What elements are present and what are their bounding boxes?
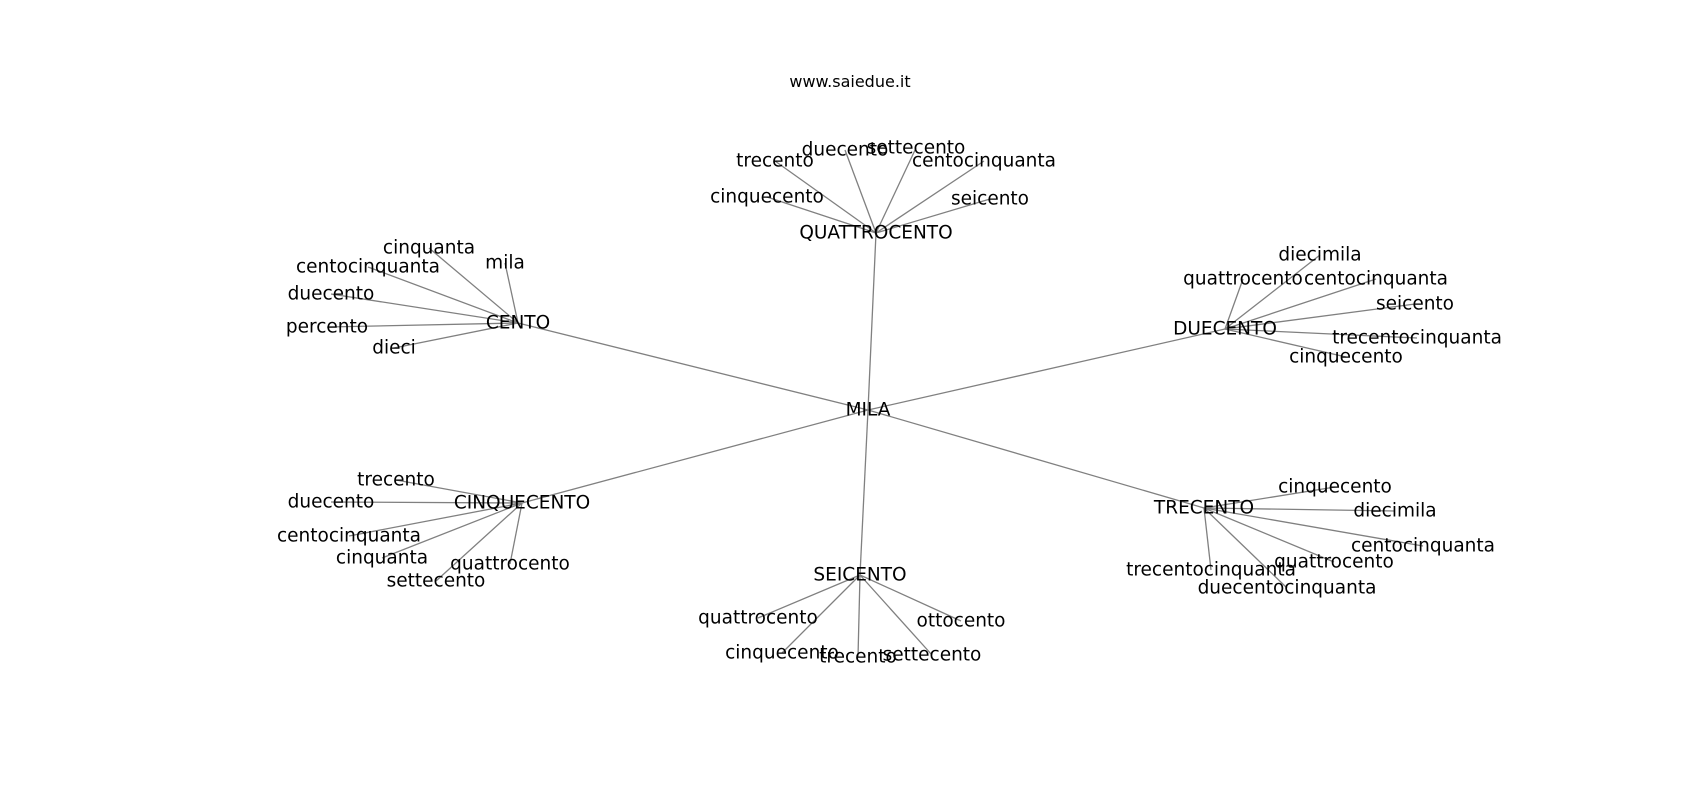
edge-cento-dieci [393, 322, 519, 349]
leaf-node-cinquecento-duecento: duecento [288, 492, 375, 513]
leaf-node-duecento-quattrocento: quattrocento [1183, 269, 1303, 290]
edge-duecento-cinquecento [1224, 328, 1347, 358]
hub-node-duecento: DUECENTO [1173, 319, 1277, 340]
edge-trecento-centocinquanta [1203, 507, 1424, 547]
leaf-node-cinquecento-trecento: trecento [357, 470, 435, 491]
edge-seicento-settecento [859, 574, 933, 656]
leaf-node-trecento-diecimila: diecimila [1353, 501, 1436, 522]
leaf-node-seicento-settecento: settecento [883, 645, 982, 666]
edge-trecento-cinquecento [1203, 486, 1336, 509]
leaf-node-cinquecento-settecento: settecento [387, 571, 486, 592]
edge-trecento-quattrocento [1203, 507, 1335, 563]
edge-seicento-trecento [857, 574, 861, 658]
leaf-node-duecento-cinquecento: cinquecento [1289, 347, 1403, 368]
labels-layer: trecentoduecentosettecentocentocinquanta… [277, 138, 1502, 668]
leaf-node-quattrocento-duecento: duecento [802, 140, 889, 161]
hub-node-quattrocento: QUATTROCENTO [799, 223, 952, 244]
edge-duecento-seicento [1224, 303, 1416, 330]
leaf-node-duecento-centocinquanta: centocinquanta [1304, 269, 1448, 290]
edge-trecento-duecentocinquanta [1203, 507, 1288, 589]
edge-duecento-centocinquanta [1224, 278, 1377, 330]
leaf-node-duecento-seicento: seicento [1376, 294, 1454, 315]
edge-cento-centocinquanta [367, 266, 519, 324]
leaf-node-cinquecento-centocinquanta: centocinquanta [277, 526, 421, 547]
hub-node-cento: CENTO [486, 313, 550, 334]
edge-cento-cinquanta [428, 247, 519, 324]
leaf-node-seicento-quattrocento: quattrocento [698, 608, 818, 629]
leaf-node-trecento-quattrocento: quattrocento [1274, 552, 1394, 573]
leaf-node-quattrocento-seicento: seicento [951, 189, 1029, 210]
edge-quattrocento-centocinquanta [875, 160, 985, 234]
edge-seicento-cinquecento [781, 574, 861, 654]
leaf-node-quattrocento-centocinquanta: centocinquanta [912, 151, 1056, 172]
leaf-node-cento-mila: mila [485, 253, 525, 274]
edge-center-quattrocento [867, 232, 877, 411]
leaf-node-trecento-duecentocinquanta: duecentocinquanta [1198, 578, 1377, 599]
leaf-node-cento-dieci: dieci [372, 338, 416, 359]
edge-quattrocento-cinquecento [766, 196, 877, 234]
edge-cinquecento-centocinquanta [348, 502, 523, 537]
leaf-node-cento-percento: percento [286, 317, 368, 338]
edge-duecento-quattrocento [1224, 278, 1244, 330]
edge-center-cento [517, 322, 869, 411]
edge-quattrocento-duecento [844, 149, 877, 234]
leaf-node-trecento-trecentocinquanta: trecentocinquanta [1126, 560, 1296, 581]
edge-cinquecento-quattrocento [509, 502, 523, 565]
edge-duecento-diecimila [1224, 254, 1321, 330]
leaf-node-quattrocento-trecento: trecento [736, 151, 814, 172]
edge-cinquecento-trecento [395, 479, 523, 504]
hub-node-seicento: SEICENTO [813, 565, 906, 586]
leaf-node-cento-cinquanta: cinquanta [383, 238, 475, 259]
edge-center-seicento [859, 409, 869, 576]
edge-cinquecento-duecento [330, 501, 523, 504]
edge-cinquecento-cinquanta [381, 502, 523, 559]
leaf-node-cinquecento-quattrocento: quattrocento [450, 554, 570, 575]
leaf-node-trecento-cinquecento: cinquecento [1278, 477, 1392, 498]
edge-duecento-trecentocinquanta [1224, 328, 1418, 339]
edge-cento-duecento [330, 293, 519, 324]
leaf-node-quattrocento-settecento: settecento [867, 138, 966, 159]
leaf-node-duecento-diecimila: diecimila [1278, 245, 1361, 266]
center-node: MILA [846, 400, 891, 421]
edge-cento-percento [326, 322, 519, 328]
edge-quattrocento-settecento [875, 147, 917, 234]
edge-center-trecento [867, 409, 1205, 509]
leaf-node-cinquecento-cinquanta: cinquanta [336, 548, 428, 569]
edge-center-duecento [867, 328, 1226, 411]
leaf-node-seicento-trecento: trecento [819, 647, 897, 668]
edge-trecento-diecimila [1203, 507, 1396, 512]
edge-quattrocento-seicento [875, 198, 991, 234]
hub-node-cinquecento: CINQUECENTO [454, 493, 590, 514]
hub-node-trecento: TRECENTO [1153, 498, 1254, 519]
edge-cinquecento-settecento [435, 502, 523, 582]
edges-layer [326, 147, 1424, 658]
edge-center-cinquecento [521, 409, 869, 504]
edge-trecento-trecentocinquanta [1203, 507, 1212, 571]
leaf-node-trecento-centocinquanta: centocinquanta [1351, 536, 1495, 557]
edge-cento-mila [504, 262, 519, 324]
edge-seicento-ottocento [859, 574, 962, 622]
leaf-node-cento-centocinquanta: centocinquanta [296, 257, 440, 278]
leaf-node-duecento-trecentocinquanta: trecentocinquanta [1332, 328, 1502, 349]
leaf-node-cento-duecento: duecento [288, 284, 375, 305]
edge-quattrocento-trecento [774, 160, 877, 234]
leaf-node-seicento-ottocento: ottocento [917, 611, 1006, 632]
edge-seicento-quattrocento [757, 574, 861, 619]
leaf-node-quattrocento-cinquecento: cinquecento [710, 187, 824, 208]
watermark-url: www.saiedue.it [789, 72, 911, 91]
leaf-node-seicento-cinquecento: cinquecento [725, 643, 839, 664]
